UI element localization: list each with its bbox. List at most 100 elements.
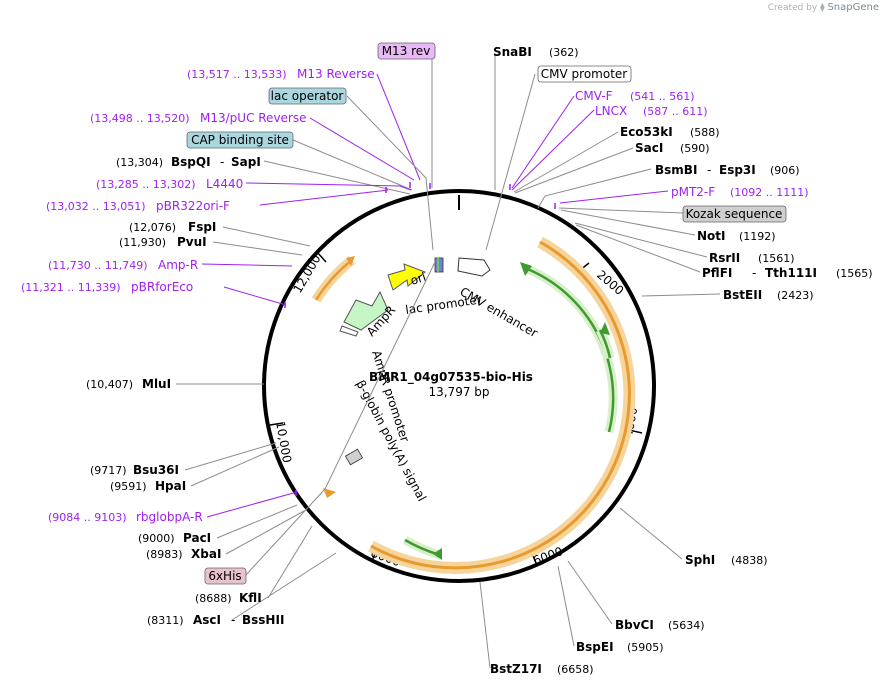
primer-ticks [284,182,556,496]
svg-text:(11,321 .. 11,339): (11,321 .. 11,339) [21,281,121,294]
primer-cmv-f: CMV-F (541 .. 561) [575,89,695,103]
plasmid-name: BMR1_04g07535-bio-His [369,370,533,385]
site-eco53ki: Eco53kI (588) [620,125,720,139]
svg-text:SnaBI: SnaBI [493,45,532,59]
svg-text:(13,032 .. 13,051): (13,032 .. 13,051) [46,200,146,213]
primer-m13-puc-reverse: (13,498 .. 13,520) M13/pUC Reverse [90,111,307,125]
svg-text:MluI: MluI [142,377,171,391]
site-noti: NotI (1192) [697,229,776,243]
svg-text:(2423): (2423) [777,289,814,302]
svg-text:XbaI: XbaI [191,547,221,561]
svg-text:(9591): (9591) [110,480,147,493]
label-cmv-enhancer: CMV enhancer [458,284,541,340]
site-snabi: SnaBI (362) [493,45,579,59]
svg-text:M13/pUC Reverse: M13/pUC Reverse [200,111,307,125]
svg-text:NotI: NotI [697,229,726,243]
site-saci: SacI (590) [635,141,710,155]
site-bsu36i: (9717) Bsu36I [90,463,179,477]
snapgene-credit: Created by ⧫ SnapGene [768,2,879,13]
svg-text:(587 .. 611): (587 .. 611) [643,105,708,118]
svg-text:pMT2-F: pMT2-F [671,185,715,199]
svg-text:(8688): (8688) [195,592,232,605]
svg-text:BspEI: BspEI [576,640,614,654]
svg-text:(1192): (1192) [739,230,776,243]
credit-brand: SnapGene [827,2,879,13]
svg-text:(12,076): (12,076) [129,221,176,234]
svg-text:Kozak sequence: Kozak sequence [686,207,783,221]
top-labels: M13 rev SnaBI (362) CMV promoter [377,42,632,83]
svg-text:BbvCI: BbvCI [615,618,654,632]
primer-m13-reverse: (13,517 .. 13,533) M13 Reverse [187,67,375,81]
svg-text:(1561): (1561) [758,252,795,265]
svg-text:PflFI: PflFI [702,266,732,280]
right-labels: CMV-F (541 .. 561) LNCX (587 .. 611) Eco… [575,89,873,302]
site-hpai: (9591) HpaI [110,479,186,493]
site-bspei: BspEI (5905) [576,640,664,654]
svg-text:CMV-F: CMV-F [575,89,613,103]
site-bstz17i: BstZ17I (6658) [490,662,594,676]
site-bsmbi-esp3i: BsmBI - Esp3I (906) [655,163,800,177]
feature-6xhis: 6xHis [204,567,247,585]
svg-text:SacI: SacI [635,141,663,155]
svg-text:BssHII: BssHII [242,613,284,627]
svg-text:(588): (588) [690,126,720,139]
primer-l4440: (13,285 .. 13,302) L4440 [96,177,243,191]
svg-text:(1565): (1565) [836,267,873,280]
svg-text:-: - [707,163,711,177]
svg-text:lac operator: lac operator [271,89,344,103]
svg-text:BstZ17I: BstZ17I [490,662,542,676]
feature-lac-operator: lac operator [268,87,347,105]
left-labels: (13,517 .. 13,533) M13 Reverse lac opera… [21,67,375,627]
site-asci-bsshii: (8311) AscI - BssHII [147,613,284,627]
ampr-feature [339,290,389,337]
credit-created-by: Created by [767,3,818,13]
svg-text:SapI: SapI [231,155,261,169]
site-paci: (9000) PacI [138,531,211,545]
primer-lncx: LNCX (587 .. 611) [595,104,708,118]
beta-globin-feature [344,448,364,466]
svg-text:Tth111I: Tth111I [765,266,817,280]
svg-text:Bsu36I: Bsu36I [133,463,179,477]
svg-text:(8983): (8983) [146,548,183,561]
svg-text:KflI: KflI [239,591,262,605]
svg-text:(906): (906) [770,164,800,177]
svg-text:CAP binding site: CAP binding site [191,133,289,147]
feature-cap-binding-site: CAP binding site [186,131,294,149]
site-mlui: (10,407) MluI [86,377,171,391]
svg-text:(5634): (5634) [668,619,705,632]
feature-kozak-sequence: Kozak sequence [682,205,787,223]
svg-text:SphI: SphI [685,553,715,567]
svg-text:M13 Reverse: M13 Reverse [297,67,375,81]
site-bbvci: BbvCI (5634) [615,618,705,632]
svg-text:(9084 .. 9103): (9084 .. 9103) [48,511,127,524]
leader-lines [176,50,721,669]
svg-text:(13,498 .. 13,520): (13,498 .. 13,520) [90,112,190,125]
svg-text:(13,304): (13,304) [116,156,163,169]
site-xbai: (8983) XbaI [146,547,221,561]
backbone-circle [262,189,656,583]
site-bspqi-sapi: (13,304) BspQI - SapI [116,155,261,169]
site-kfli: (8688) KflI [195,591,262,605]
svg-text:(541 .. 561): (541 .. 561) [630,90,695,103]
svg-text:FspI: FspI [188,220,216,234]
svg-text:(8311): (8311) [147,614,184,627]
svg-text:(13,285 .. 13,302): (13,285 .. 13,302) [96,178,196,191]
svg-text:RsrII: RsrII [709,251,740,265]
svg-text:6xHis: 6xHis [208,569,241,583]
svg-text:(11,730 .. 11,749): (11,730 .. 11,749) [48,259,148,272]
site-bsteii: BstEII (2423) [723,288,814,302]
label-ori: ori [409,270,428,288]
svg-text:(1092 .. 1111): (1092 .. 1111) [730,186,809,199]
primer-rbglobpa-r: (9084 .. 9103) rbglobpA-R [48,510,203,524]
svg-text:BsmBI: BsmBI [655,163,697,177]
svg-text:(9717): (9717) [90,464,127,477]
svg-text:Eco53kI: Eco53kI [620,125,673,139]
svg-text:(13,517 .. 13,533): (13,517 .. 13,533) [187,68,287,81]
svg-text:Amp-R: Amp-R [158,258,198,272]
bottom-labels: SphI (4838) BbvCI (5634) BspEI (5905) Bs… [490,553,768,676]
plasmid-length: 13,797 bp [428,385,489,399]
primer-pbrforeco: (11,321 .. 11,339) pBRforEco [21,280,193,294]
ori-feature [387,263,426,291]
primer-amp-r: (11,730 .. 11,749) Amp-R [48,258,198,272]
